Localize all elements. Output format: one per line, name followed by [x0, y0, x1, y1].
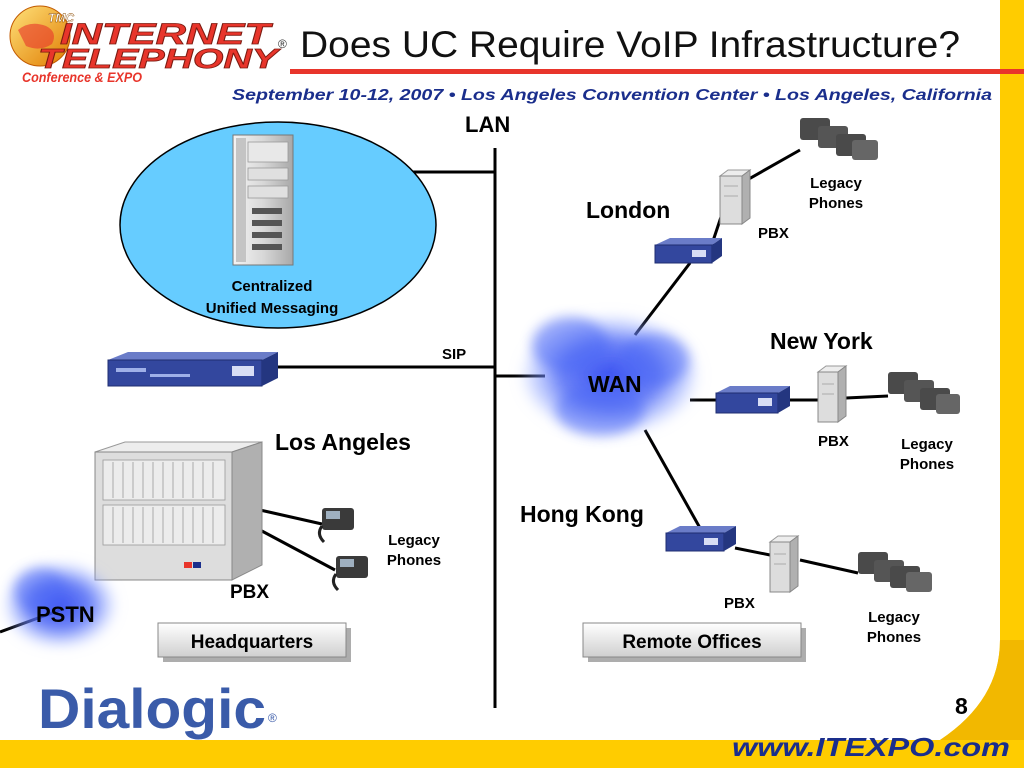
newyork-phones-label-line1: Legacy [901, 436, 953, 453]
hongkong-city-label: Hong Kong [520, 501, 644, 527]
page-number: 8 [955, 693, 968, 719]
hq-phones-label-line1: Legacy [388, 532, 440, 549]
conference-logo: TMC INTERNET TELEPHONY ® Conference & EX… [9, 5, 287, 85]
page-curl [940, 640, 1024, 740]
link-pbx-phone1 [259, 508, 323, 526]
hq-phones-label-line2: Phones [387, 552, 441, 569]
messaging-server-icon [232, 134, 294, 266]
newyork-phones-icon [888, 372, 960, 414]
hongkong-phones-icon [858, 552, 932, 592]
london-phones-label-line2: Phones [809, 195, 863, 212]
logo-internet: INTERNET [60, 18, 274, 51]
london-router-icon [654, 238, 722, 264]
newyork-pbx-label: PBX [818, 433, 849, 450]
hongkong-pbx-label: PBX [724, 595, 755, 612]
headquarters-button[interactable]: Headquarters [157, 622, 351, 662]
event-subtitle: September 10-12, 2007 • Los Angeles Conv… [232, 87, 992, 104]
hq-phone-icon [331, 556, 368, 592]
logo-tmc: TMC [48, 11, 74, 25]
hongkong-router-icon [665, 526, 736, 552]
hongkong-phones-label-line1: Legacy [868, 609, 920, 626]
remote-offices-button-label: Remote Offices [622, 632, 761, 653]
remote-offices-button[interactable]: Remote Offices [582, 622, 806, 662]
link-ny-pbx-phones [845, 394, 889, 400]
pstn-cloud-icon [2, 561, 118, 649]
pstn-label: PSTN [36, 602, 95, 627]
hq-city-label: Los Angeles [275, 429, 411, 455]
link-wan-hongkong [643, 429, 702, 529]
newyork-router-icon [715, 386, 790, 414]
london-pbx-label: PBX [758, 225, 789, 242]
lan-label: LAN [465, 112, 510, 137]
hq-pbx-icon [94, 441, 263, 581]
logo-telephony: TELEPHONY [38, 43, 281, 74]
london-pbx-icon [718, 169, 752, 225]
dialogic-logo-registered: ® [268, 711, 277, 725]
hq-phone-icon [317, 508, 354, 544]
logo-expo: Conference & EXPO [22, 69, 142, 85]
hongkong-phones-label-line2: Phones [867, 629, 921, 646]
link-pbx-phone2 [259, 528, 336, 572]
link-hk-pbx-phones [799, 558, 859, 575]
page-title: Does UC Require VoIP Infrastructure? [300, 24, 960, 65]
sip-label: SIP [442, 346, 466, 363]
messaging-label-line2: Unified Messaging [206, 300, 339, 317]
headquarters-button-label: Headquarters [191, 632, 314, 653]
london-city-label: London [586, 197, 670, 223]
gateway-icon [107, 352, 278, 387]
newyork-phones-label-line2: Phones [900, 456, 954, 473]
footer-url: www.ITEXPO.com [732, 732, 1010, 762]
wan-cloud-icon [518, 313, 702, 437]
newyork-pbx-icon [816, 365, 848, 423]
header-rule [290, 69, 1024, 74]
messaging-label-line1: Centralized [232, 278, 313, 295]
hq-pbx-label: PBX [230, 582, 269, 603]
hongkong-pbx-icon [768, 535, 800, 593]
wan-label: WAN [588, 371, 642, 397]
link-hk-router-pbx [734, 546, 771, 557]
london-phones-icon [800, 118, 878, 160]
dialogic-logo: Dialogic [38, 677, 266, 740]
logo-registered: ® [278, 37, 287, 51]
newyork-city-label: New York [770, 328, 873, 354]
london-phones-label-line1: Legacy [810, 175, 862, 192]
